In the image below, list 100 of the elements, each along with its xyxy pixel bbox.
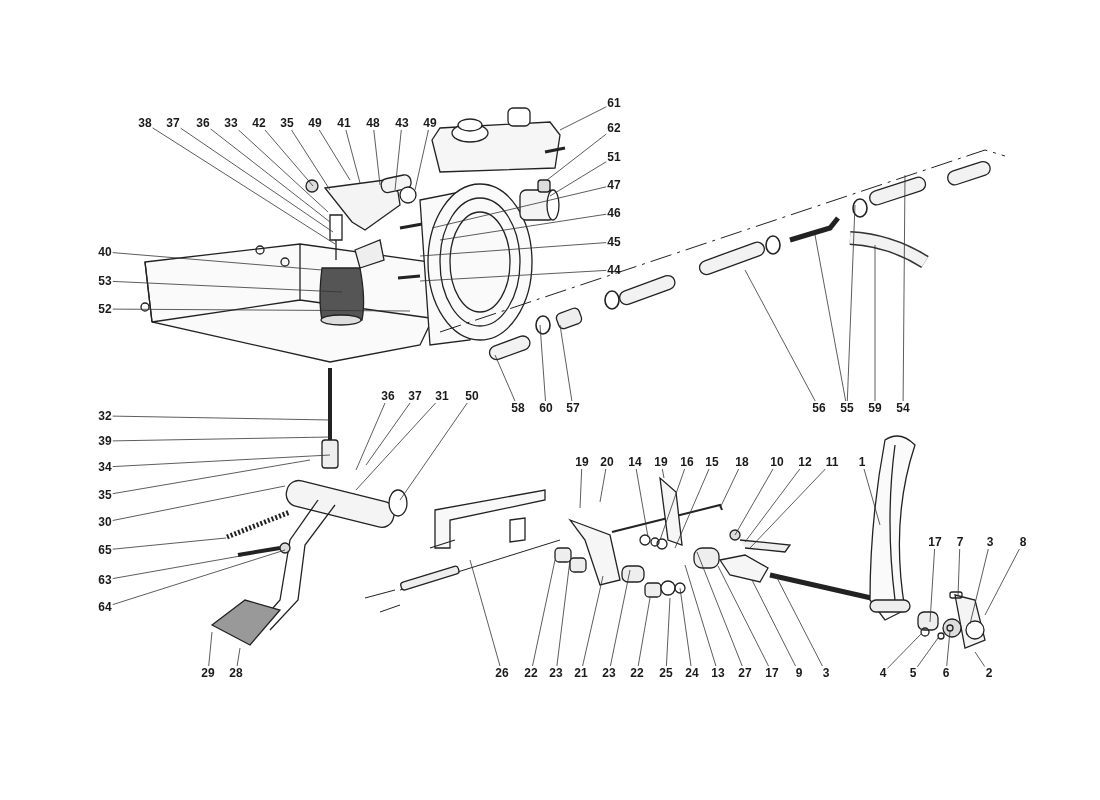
callout-number: 57 [565,401,581,415]
leader-line [291,129,331,191]
leader-line [112,537,227,550]
leader-line [373,129,381,186]
leader-line [874,244,876,402]
leader-line [946,630,951,667]
leader-line [112,252,323,271]
leader-line [696,551,743,667]
leader-line [238,129,329,213]
leader-line [684,564,717,667]
leader-line [494,354,516,402]
callout-number: 25 [658,666,674,680]
leader-line [318,129,351,181]
callout-number: 48 [365,116,381,130]
leader-line [414,129,429,191]
leader-line [717,565,769,667]
callout-number: 49 [307,116,323,130]
leader-line [112,436,331,442]
leader-line [355,402,436,491]
callout-number: 20 [599,455,615,469]
leader-line [208,631,213,667]
callout-number: 17 [764,666,780,680]
callout-number: 44 [606,263,622,277]
leader-line [751,579,796,667]
callout-number: 39 [97,434,113,448]
leader-line [957,548,961,597]
callout-number: 22 [523,666,539,680]
callout-number: 35 [279,116,295,130]
leader-line [734,468,774,536]
leader-line [559,324,573,402]
callout-number: 24 [684,666,700,680]
callout-number: 14 [627,455,643,469]
leader-line [112,308,411,312]
leader-line [674,468,710,549]
leader-line [112,415,331,421]
leader-line [345,129,361,184]
leader-line [774,573,823,667]
callout-number: 43 [394,116,410,130]
leader-line [539,324,546,402]
leader-line [984,548,1020,616]
leader-line [112,454,331,467]
leader-line [661,468,665,479]
leader-line [549,161,607,197]
callout-number: 35 [97,488,113,502]
callout-number: 58 [510,401,526,415]
callout-number: 4 [878,666,888,680]
leader-line [419,242,607,257]
leader-line [365,402,411,466]
leader-line [749,468,826,549]
callout-number: 16 [679,455,695,469]
leader-line [679,587,692,667]
callout-number: 42 [251,116,267,130]
callout-number: 29 [200,666,216,680]
callout-number: 63 [97,573,113,587]
callout-number: 22 [629,666,645,680]
callout-number: 51 [606,150,622,164]
leader-line [886,633,922,669]
leader-line [610,569,631,667]
leader-line [556,559,571,667]
leader-line [744,269,816,402]
leader-line [582,575,604,667]
callout-number: 36 [195,116,211,130]
leader-line [152,127,336,245]
leader-line [210,128,331,223]
callout-number: 23 [548,666,564,680]
callout-number: 28 [228,666,244,680]
leader-line [902,174,906,402]
leader-line [846,204,856,402]
callout-number: 46 [606,206,622,220]
leader-line [929,548,935,623]
leader-line [394,129,402,191]
callout-number: 3 [985,535,995,549]
callout-number: 54 [895,401,911,415]
leader-line [180,127,334,233]
callout-number: 11 [824,455,840,469]
callout-number: 33 [223,116,239,130]
callout-number: 19 [574,455,590,469]
callout-number: 55 [839,401,855,415]
callout-number: 59 [867,401,883,415]
callout-number: 60 [538,401,554,415]
callout-number: 32 [97,409,113,423]
callout-number: 49 [422,116,438,130]
callout-number: 12 [797,455,813,469]
leader-line [599,468,607,503]
leader-line [744,468,801,543]
callout-number: 41 [336,116,352,130]
callout-number: 23 [601,666,617,680]
leader-line [637,597,651,667]
callout-number: 10 [769,455,785,469]
callout-number: 65 [97,543,113,557]
callout-number: 6 [941,666,951,680]
callout-number: 2 [984,666,994,680]
leader-line [236,647,241,667]
callout-number: 36 [380,389,396,403]
callout-number: 3 [821,666,831,680]
callout-number: 47 [606,178,622,192]
leader-line [264,129,314,187]
leader-line [666,597,671,667]
leader-line [863,468,881,526]
callout-number: 8 [1018,535,1028,549]
